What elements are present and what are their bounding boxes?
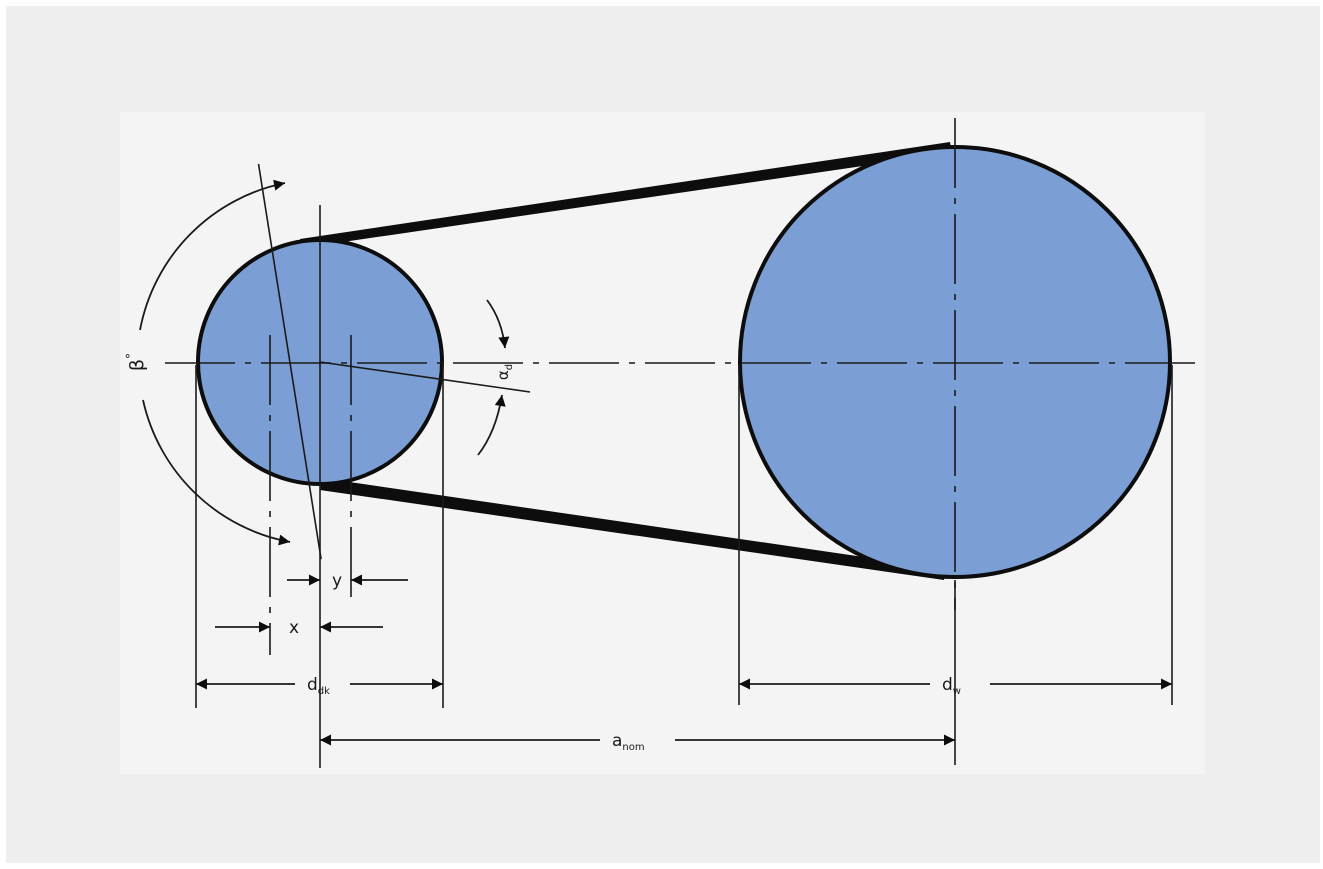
large-diameter-label: dw: [942, 675, 961, 697]
belt-bottom-span: [320, 478, 946, 580]
extension-lines: [195, 163, 1173, 768]
belt-top-span: [300, 142, 952, 248]
belt-angle-arrow-top: [486, 299, 510, 349]
belt: [300, 142, 952, 580]
belt-angle-reference-line: [319, 361, 531, 393]
wrap-angle-label: β°: [124, 353, 148, 371]
belt-angle-arrow-bottom: [477, 394, 506, 456]
wrap-angle-arc-top: [139, 179, 286, 331]
wrap-angle-arc-bottom: [142, 399, 291, 546]
belt-angle-label: αd: [494, 364, 515, 380]
small-diameter-label: ddk: [307, 675, 330, 697]
offset-x-label: x: [289, 618, 299, 638]
wrap-angle-reference-line: [257, 163, 322, 560]
offset-y-label: y: [332, 571, 342, 591]
center-lines: [165, 118, 1200, 655]
dimension-lines: [196, 574, 1172, 746]
center-distance-label: anom: [612, 731, 645, 753]
